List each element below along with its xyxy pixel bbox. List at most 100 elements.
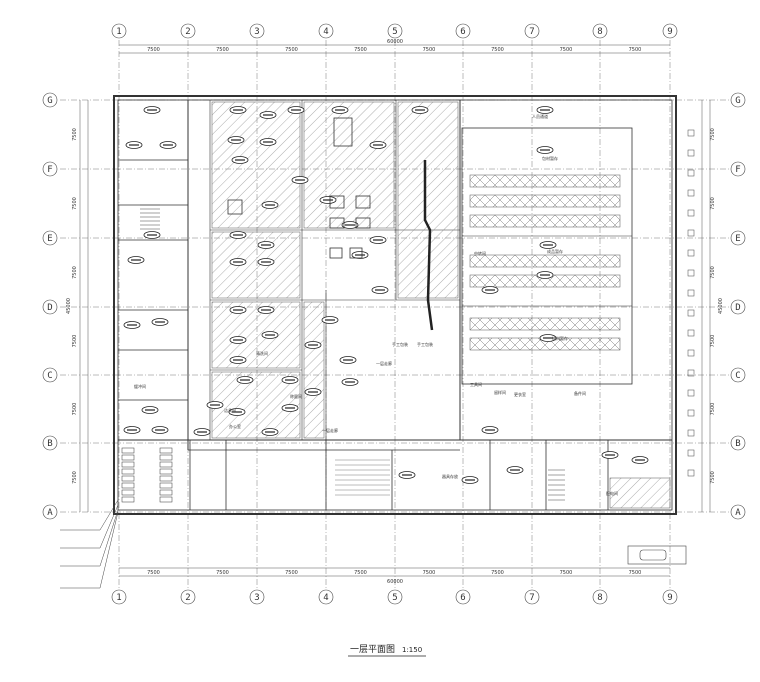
dimension-bay: 7500 (216, 47, 229, 53)
room-tag (321, 316, 339, 324)
dimension-bay: 7500 (216, 570, 229, 576)
grid-label: 7 (529, 593, 534, 603)
dimension-bay: 7500 (354, 47, 367, 53)
room-label: 洁具间 (224, 407, 236, 413)
grid-bubble-col-4: 4 (318, 23, 334, 39)
grid-bubble-row-D: D (730, 299, 746, 315)
grid-bubble-col-1: 1 (111, 23, 127, 39)
grid-label: 9 (667, 27, 672, 37)
room-tag (287, 106, 305, 114)
dimension-bay: 7500 (491, 570, 504, 576)
grid-bubble-col-2: 2 (180, 589, 196, 605)
grid-label: C (47, 371, 52, 381)
room-tag (369, 141, 387, 149)
room-tag (369, 236, 387, 244)
room-tag (536, 271, 554, 279)
dimension-bay: 7500 (147, 570, 160, 576)
room-label: 缓冲间 (134, 383, 146, 389)
grid-bubble-row-G: G (730, 92, 746, 108)
grid-label: E (47, 234, 52, 244)
room-label: 器具存放 (442, 473, 458, 479)
grid-bubble-col-5: 5 (387, 23, 403, 39)
grid-bubble-col-2: 2 (180, 23, 196, 39)
room-label: 留样间 (494, 389, 506, 395)
dimension-lines (79, 44, 711, 577)
room-label: 办公室 (229, 423, 241, 429)
room-tag (143, 106, 161, 114)
grid-bubble-col-8: 8 (592, 23, 608, 39)
grid-bubble-col-4: 4 (318, 589, 334, 605)
room-tag (481, 426, 499, 434)
dimension-bay: 7500 (285, 570, 298, 576)
rack (469, 317, 621, 331)
grid-label: A (47, 508, 53, 518)
room-tag (229, 231, 247, 239)
grid-label: 4 (323, 593, 328, 603)
room-tag (228, 408, 246, 416)
grid-bubble-row-F: F (730, 161, 746, 177)
room-tag (331, 106, 349, 114)
room-label: 配电间 (606, 490, 618, 496)
grid-label: 8 (597, 593, 602, 603)
room-tag (304, 341, 322, 349)
dimension-bay: 7500 (285, 47, 298, 53)
room-tag (304, 388, 322, 396)
clean-zone-hatching (211, 101, 671, 509)
room-tag (539, 241, 557, 249)
grid-label: F (735, 165, 740, 175)
room-label: 备件间 (574, 390, 586, 396)
room-tag (291, 176, 309, 184)
dimension-bay: 7500 (710, 197, 716, 210)
dimension-bay: 7500 (72, 128, 78, 141)
grid-label: 8 (597, 27, 602, 37)
grid-label: E (735, 234, 740, 244)
grid-label: 6 (460, 593, 465, 603)
grid-label: 1 (116, 27, 121, 37)
room-tag (257, 306, 275, 314)
grid-bubble-row-G: G (42, 92, 58, 108)
fixtures (121, 129, 695, 503)
grid-label: 3 (254, 27, 259, 37)
room-tag (339, 356, 357, 364)
dimension-bay: 7500 (491, 47, 504, 53)
room-tag (231, 156, 249, 164)
grid-label: 4 (323, 27, 328, 37)
grid-bubble-col-9: 9 (662, 23, 678, 39)
grid-bubble-col-1: 1 (111, 589, 127, 605)
grid-bubble-row-C: C (730, 367, 746, 383)
room-tag (259, 111, 277, 119)
room-tag (631, 456, 649, 464)
room-label: 更衣室 (514, 391, 526, 397)
dimension-bay: 7500 (710, 266, 716, 279)
grid-label: 7 (529, 27, 534, 37)
equipment-symbols (227, 117, 434, 331)
room-tag (371, 286, 389, 294)
dimension-total-width: 60000 (387, 579, 403, 585)
room-label: 物料暂存 (552, 335, 568, 341)
room-tag (257, 241, 275, 249)
room-tag (123, 321, 141, 329)
grid-label: B (735, 439, 740, 449)
drawing-title-block: 一层平面图 1:150 (348, 644, 426, 657)
dimension-bay: 7500 (72, 197, 78, 210)
grid-bubble-col-8: 8 (592, 589, 608, 605)
room-tag (319, 196, 337, 204)
dimension-total-width: 60000 (387, 39, 403, 45)
dimension-total-depth: 45000 (66, 298, 72, 314)
dimension-bay: 7500 (72, 266, 78, 279)
room-tag (351, 251, 369, 259)
room-tag (127, 256, 145, 264)
rack (469, 194, 621, 208)
grid-bubble-row-E: E (42, 230, 58, 246)
dimension-bay: 7500 (560, 47, 573, 53)
grid-label: A (735, 508, 741, 518)
grid-bubble-row-B: B (730, 435, 746, 451)
room-tag (227, 136, 245, 144)
building-walls (113, 95, 677, 515)
dimension-bay: 7500 (629, 570, 642, 576)
grid-bubble-col-3: 3 (249, 23, 265, 39)
dimension-bay: 7500 (629, 47, 642, 53)
room-tag (601, 451, 619, 459)
